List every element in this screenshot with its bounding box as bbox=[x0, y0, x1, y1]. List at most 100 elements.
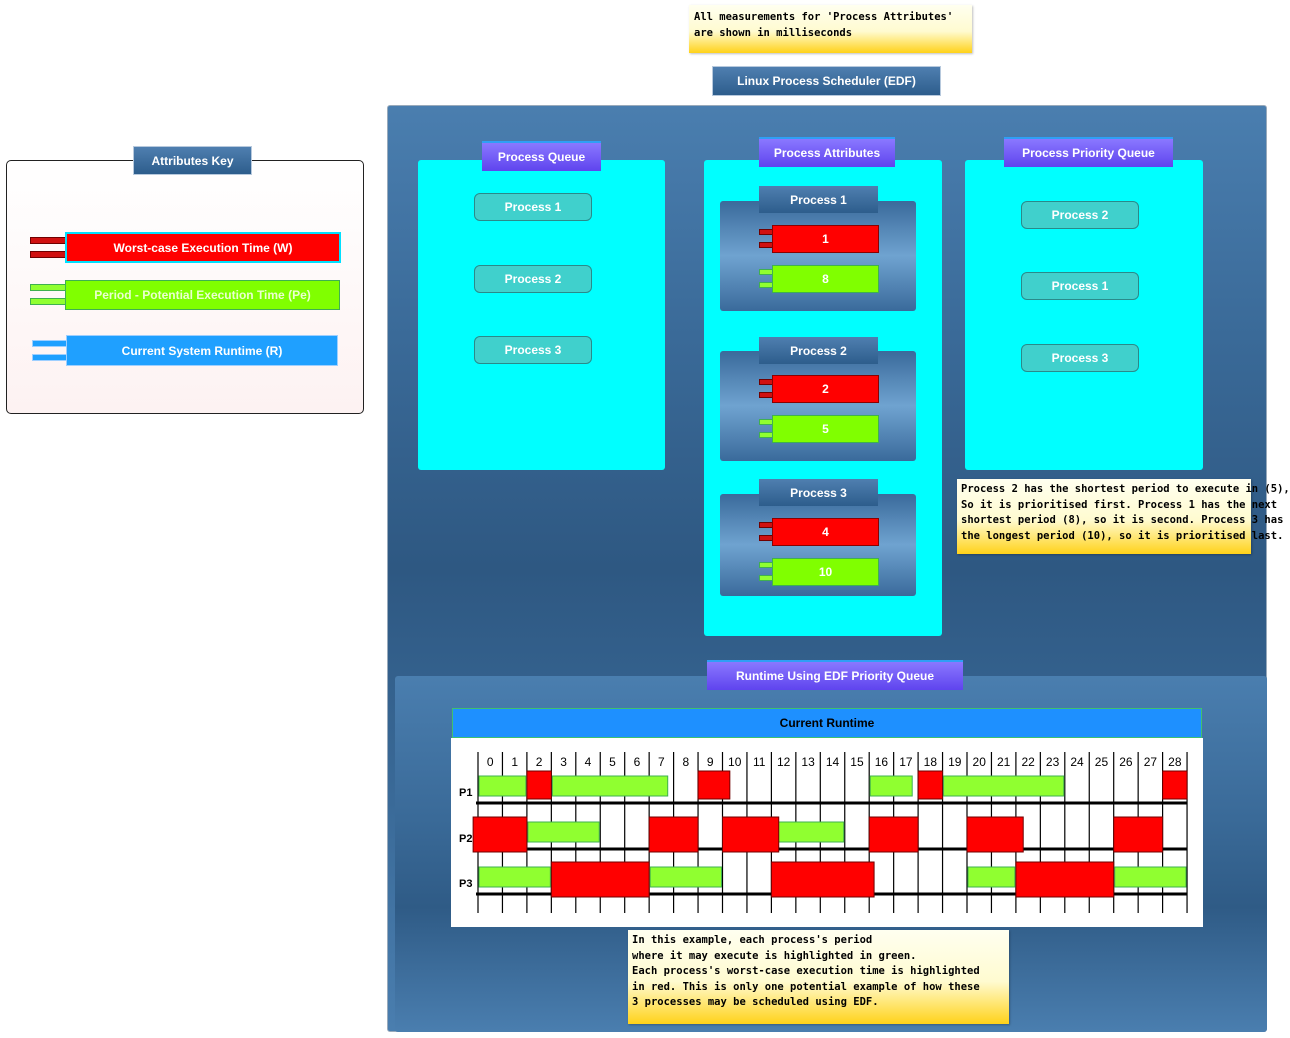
p3-period: 10 bbox=[772, 558, 879, 586]
tick-label: 10 bbox=[728, 755, 742, 769]
row-label: P2 bbox=[459, 833, 472, 845]
execution-bar bbox=[472, 816, 528, 853]
tick-label: 15 bbox=[850, 755, 864, 769]
attributes-process-1-title: Process 1 bbox=[759, 186, 878, 213]
attributes-process-3-title: Process 3 bbox=[759, 479, 878, 506]
p2-w-tab bbox=[759, 392, 773, 398]
p3-w-tab bbox=[759, 522, 773, 528]
tick-label: 13 bbox=[801, 755, 815, 769]
tick-label: 8 bbox=[682, 755, 689, 769]
attributes-process-2 bbox=[720, 351, 916, 461]
period-bar bbox=[943, 775, 1065, 797]
bottom-note-line: Each process's worst-case execution time… bbox=[632, 965, 980, 977]
row-label: P3 bbox=[459, 878, 472, 890]
period-bar bbox=[478, 866, 551, 888]
p1-p-tab bbox=[759, 282, 773, 288]
row-label: P1 bbox=[459, 787, 472, 799]
execution-bar bbox=[868, 816, 919, 853]
queue-process-1: Process 1 bbox=[474, 193, 592, 221]
tick-label: 2 bbox=[536, 755, 543, 769]
tick-label: 24 bbox=[1070, 755, 1084, 769]
tick-label: 5 bbox=[609, 755, 616, 769]
execution-bar bbox=[1113, 816, 1164, 853]
p2-p-tab bbox=[759, 432, 773, 438]
execution-bar bbox=[1162, 770, 1188, 800]
priority-note: Process 2 has the shortest period to exe… bbox=[957, 479, 1290, 554]
p3-p-tab bbox=[759, 562, 773, 568]
measurement-note-line: All measurements for 'Process Attributes… bbox=[694, 11, 954, 23]
key-period-item: Period - Potential Execution Time (Pe) bbox=[65, 280, 340, 310]
period-bar bbox=[478, 775, 527, 797]
p1-w-tab bbox=[759, 229, 773, 235]
p3-w-tab bbox=[759, 535, 773, 541]
execution-bar bbox=[697, 770, 731, 800]
key-worst-case-item: Worst-case Execution Time (W) bbox=[65, 232, 341, 263]
tick-label: 19 bbox=[948, 755, 962, 769]
period-bar bbox=[551, 775, 669, 797]
p3-worst-case: 4 bbox=[772, 518, 879, 546]
tick-label: 0 bbox=[487, 755, 494, 769]
tick-label: 1 bbox=[511, 755, 518, 769]
tick-label: 25 bbox=[1095, 755, 1109, 769]
process-queue-title: Process Queue bbox=[482, 141, 601, 171]
tick-label: 11 bbox=[753, 755, 766, 769]
tick-label: 3 bbox=[560, 755, 567, 769]
tick-label: 14 bbox=[826, 755, 840, 769]
p2-worst-case: 2 bbox=[772, 375, 879, 403]
period-bar bbox=[649, 866, 722, 888]
tick-label: 7 bbox=[658, 755, 665, 769]
bottom-note-line: where it may execute is highlighted in g… bbox=[632, 949, 917, 962]
current-runtime-header: Current Runtime bbox=[452, 708, 1202, 738]
runtime-title: Runtime Using EDF Priority Queue bbox=[707, 660, 963, 690]
p1-worst-case: 1 bbox=[772, 225, 879, 253]
period-bar bbox=[967, 866, 1016, 888]
tick-label: 4 bbox=[585, 755, 592, 769]
attributes-key-title: Attributes Key bbox=[133, 146, 252, 175]
bottom-note-line: 3 processes may be scheduled using EDF. bbox=[632, 996, 879, 1008]
priority-process-2: Process 2 bbox=[1021, 201, 1139, 229]
tick-label: 9 bbox=[707, 755, 714, 769]
execution-bar bbox=[526, 770, 552, 800]
tick-label: 16 bbox=[875, 755, 889, 769]
p2-period: 5 bbox=[772, 415, 879, 443]
tick-label: 23 bbox=[1046, 755, 1060, 769]
p1-period: 8 bbox=[772, 265, 879, 293]
priority-note-line: shortest period (8), so it is second. Pr… bbox=[961, 514, 1284, 526]
tick-label: 22 bbox=[1021, 755, 1035, 769]
key-runtime-item: Current System Runtime (R) bbox=[66, 335, 338, 366]
p1-p-tab bbox=[759, 269, 773, 275]
p1-w-tab bbox=[759, 242, 773, 248]
priority-note-line: Process 2 has the shortest period to exe… bbox=[961, 483, 1290, 495]
execution-bar bbox=[966, 816, 1024, 853]
execution-bar bbox=[770, 861, 875, 898]
execution-bar bbox=[722, 816, 780, 853]
priority-process-1: Process 1 bbox=[1021, 272, 1139, 300]
execution-bar bbox=[917, 770, 944, 800]
execution-bar bbox=[550, 861, 650, 898]
tick-label: 12 bbox=[777, 755, 791, 769]
queue-process-3: Process 3 bbox=[474, 336, 592, 364]
tick-label: 27 bbox=[1144, 755, 1158, 769]
bottom-note-line: in red. This is only one potential examp… bbox=[632, 980, 980, 993]
priority-note-line: the longest period (10), so it is priori… bbox=[961, 529, 1284, 542]
measurement-note: All measurements for 'Process Attributes… bbox=[689, 5, 972, 53]
queue-process-2: Process 2 bbox=[474, 265, 592, 293]
main-title: Linux Process Scheduler (EDF) bbox=[712, 66, 941, 96]
tick-label: 20 bbox=[973, 755, 987, 769]
period-bar bbox=[1114, 866, 1187, 888]
tick-label: 26 bbox=[1119, 755, 1133, 769]
p3-p-tab bbox=[759, 575, 773, 581]
measurement-note-line: are shown in milliseconds bbox=[694, 26, 853, 39]
tick-label: 18 bbox=[924, 755, 938, 769]
process-attributes-title: Process Attributes bbox=[759, 137, 895, 167]
bottom-note-line: In this example, each process's period bbox=[632, 934, 873, 946]
tick-label: 21 bbox=[997, 755, 1011, 769]
p2-w-tab bbox=[759, 379, 773, 385]
tick-label: 6 bbox=[634, 755, 641, 769]
execution-bar bbox=[648, 816, 699, 853]
period-bar bbox=[869, 775, 913, 797]
p2-p-tab bbox=[759, 419, 773, 425]
period-bar bbox=[771, 821, 845, 843]
attributes-process-1 bbox=[720, 201, 916, 311]
